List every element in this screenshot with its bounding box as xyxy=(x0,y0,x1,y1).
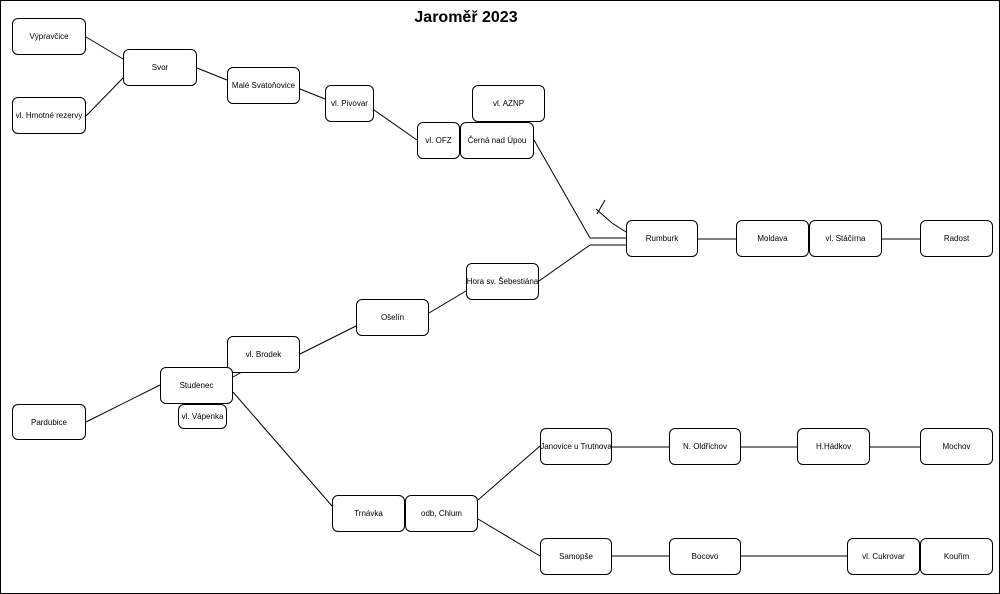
link-chlum-janovice xyxy=(477,445,541,501)
link-cerna-rumburk xyxy=(533,139,591,239)
link-oselin-hora xyxy=(428,290,467,314)
link-male-svatonovice-pivovar xyxy=(299,88,326,100)
node-vapenka[interactable]: vl. Vápenka xyxy=(178,404,227,429)
node-hora-sebestiana[interactable]: Hora sv. Šebestiána xyxy=(466,263,539,300)
node-oldrichov[interactable]: N. Oldřichov xyxy=(669,428,741,465)
link-vypravcice-svor xyxy=(85,36,124,60)
node-bocovo[interactable]: Bocovo xyxy=(669,538,741,575)
node-svor[interactable]: Svor xyxy=(123,49,197,86)
link-brodek-oselin xyxy=(299,325,357,355)
node-stacirna[interactable]: vl. Stáčírna xyxy=(809,220,882,257)
node-aznp[interactable]: vl. AZNP xyxy=(472,85,545,122)
node-oselin[interactable]: Ošelín xyxy=(356,299,429,336)
link-pardubice-studenec xyxy=(85,384,161,423)
diagram-title: Jaroměř 2023 xyxy=(414,9,518,26)
link-chlum-samopse xyxy=(477,518,541,557)
link-studenec-trnavka xyxy=(232,391,333,507)
node-brodek[interactable]: vl. Brodek xyxy=(227,336,300,373)
node-odb-chlum[interactable]: odb, Chlum xyxy=(405,495,478,532)
node-male-svatonovice[interactable]: Malé Svatoňovice xyxy=(227,67,300,104)
node-radost[interactable]: Radost xyxy=(920,220,993,257)
node-kourim[interactable]: Kouřim xyxy=(920,538,993,575)
node-trnavka[interactable]: Trnávka xyxy=(332,495,405,532)
link-hora-junction xyxy=(538,244,591,282)
node-cukrovar[interactable]: vl. Cukrovar xyxy=(847,538,920,575)
node-pardubice[interactable]: Pardubice xyxy=(12,404,86,440)
link-catch-point-tail xyxy=(611,222,627,233)
node-hmotne-rezervy[interactable]: vl. Hmotné rezervy xyxy=(12,97,86,134)
node-samopse[interactable]: Samopše xyxy=(540,538,612,575)
node-ofz[interactable]: vl. OFZ xyxy=(417,122,460,159)
node-vypravcice[interactable]: Výpravčice xyxy=(12,18,86,55)
node-rumburk[interactable]: Rumburk xyxy=(626,220,698,257)
link-svor-male-svatonovice xyxy=(196,67,228,81)
node-cerna-nad-upou[interactable]: Černá nad Úpou xyxy=(460,122,534,159)
node-studenec[interactable]: Studenec xyxy=(160,367,233,404)
node-janovice[interactable]: Janovice u Trutnova xyxy=(540,428,612,465)
node-pivovar[interactable]: vl. Pivovar xyxy=(325,85,374,122)
link-hmotne-svor xyxy=(85,77,124,117)
link-pivovar-ofz xyxy=(373,109,418,141)
node-mochov[interactable]: Mochov xyxy=(920,428,993,465)
node-moldava[interactable]: Moldava xyxy=(736,220,809,257)
node-hadkov[interactable]: H.Hádkov xyxy=(797,428,870,465)
link-catch-point-end xyxy=(596,199,606,215)
